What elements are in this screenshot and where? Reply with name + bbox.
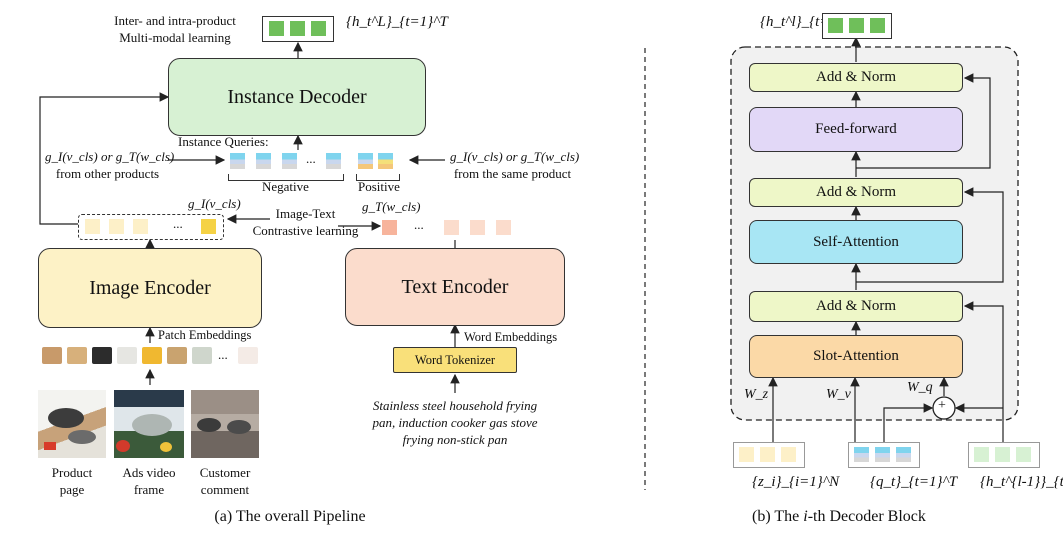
input-h-tokens xyxy=(968,442,1040,468)
contrastive-label: Image-Text Contrastive learning xyxy=(252,206,359,238)
text-encoder-box: Text Encoder xyxy=(345,248,565,326)
product-page-photo xyxy=(38,390,106,458)
image-token-group: ... xyxy=(78,214,224,240)
output-token xyxy=(269,21,284,36)
instance-queries-label: Instance Queries: xyxy=(178,134,269,149)
right-query-source-label: g_I(v_cls) or g_T(w_cls) from the same p… xyxy=(450,149,580,181)
wq-label: W_q xyxy=(907,380,933,395)
patch-embeddings-label: Patch Embeddings xyxy=(158,328,252,342)
feed-forward-box: Feed-forward xyxy=(749,107,963,152)
gi-label: g_I(v_cls) xyxy=(188,196,241,211)
wz-label: W_z xyxy=(744,387,769,402)
text-input: Stainless steel household frying pan, in… xyxy=(372,398,538,447)
word-tokenizer-box: Word Tokenizer xyxy=(393,347,517,373)
output-token xyxy=(290,21,305,36)
plus-sign: + xyxy=(938,398,946,413)
instance-decoder-box: Instance Decoder xyxy=(168,58,426,136)
input-q-label: {q_t}_{t=1}^T xyxy=(870,474,958,490)
self-attention-box: Self-Attention xyxy=(749,220,963,264)
right-output-tokens xyxy=(822,13,892,39)
ads-video-frame-photo xyxy=(114,390,184,458)
output-token xyxy=(311,21,326,36)
input-q-tokens xyxy=(848,442,920,468)
top-label: Inter- and intra-product Multi-modal lea… xyxy=(114,13,236,45)
positive-label: Positive xyxy=(358,179,400,194)
input-h-label: {h_t^{l-1}}_{t=1}^T xyxy=(980,474,1063,490)
plus-node xyxy=(932,396,956,420)
customer-comment-photo xyxy=(191,390,259,458)
caption-right: (b) The i-th Decoder Block xyxy=(752,508,926,525)
feedback-loop-arrow xyxy=(39,92,170,225)
left-query-source-label: g_I(v_cls) or g_T(w_cls) from other prod… xyxy=(45,149,175,181)
add-norm-2: Add & Norm xyxy=(749,178,963,207)
input-z-tokens xyxy=(733,442,805,468)
negative-label: Negative xyxy=(262,179,309,194)
gt-label: g_T(w_cls) xyxy=(362,199,421,214)
image-encoder-box: Image Encoder xyxy=(38,248,262,328)
slot-attention-box: Slot-Attention xyxy=(749,335,963,378)
output-math: {h_t^L}_{t=1}^T xyxy=(346,14,448,30)
caption-left: (a) The overall Pipeline xyxy=(214,508,366,525)
add-norm-1: Add & Norm xyxy=(749,63,963,92)
positive-bracket xyxy=(356,174,400,181)
wv-label: W_v xyxy=(826,387,851,402)
negative-bracket xyxy=(228,174,344,181)
input-z-label: {z_i}_{i=1}^N xyxy=(752,474,840,490)
output-token-group xyxy=(262,16,334,42)
add-norm-3: Add & Norm xyxy=(749,291,963,322)
word-embeddings-label: Word Embeddings xyxy=(464,330,558,344)
